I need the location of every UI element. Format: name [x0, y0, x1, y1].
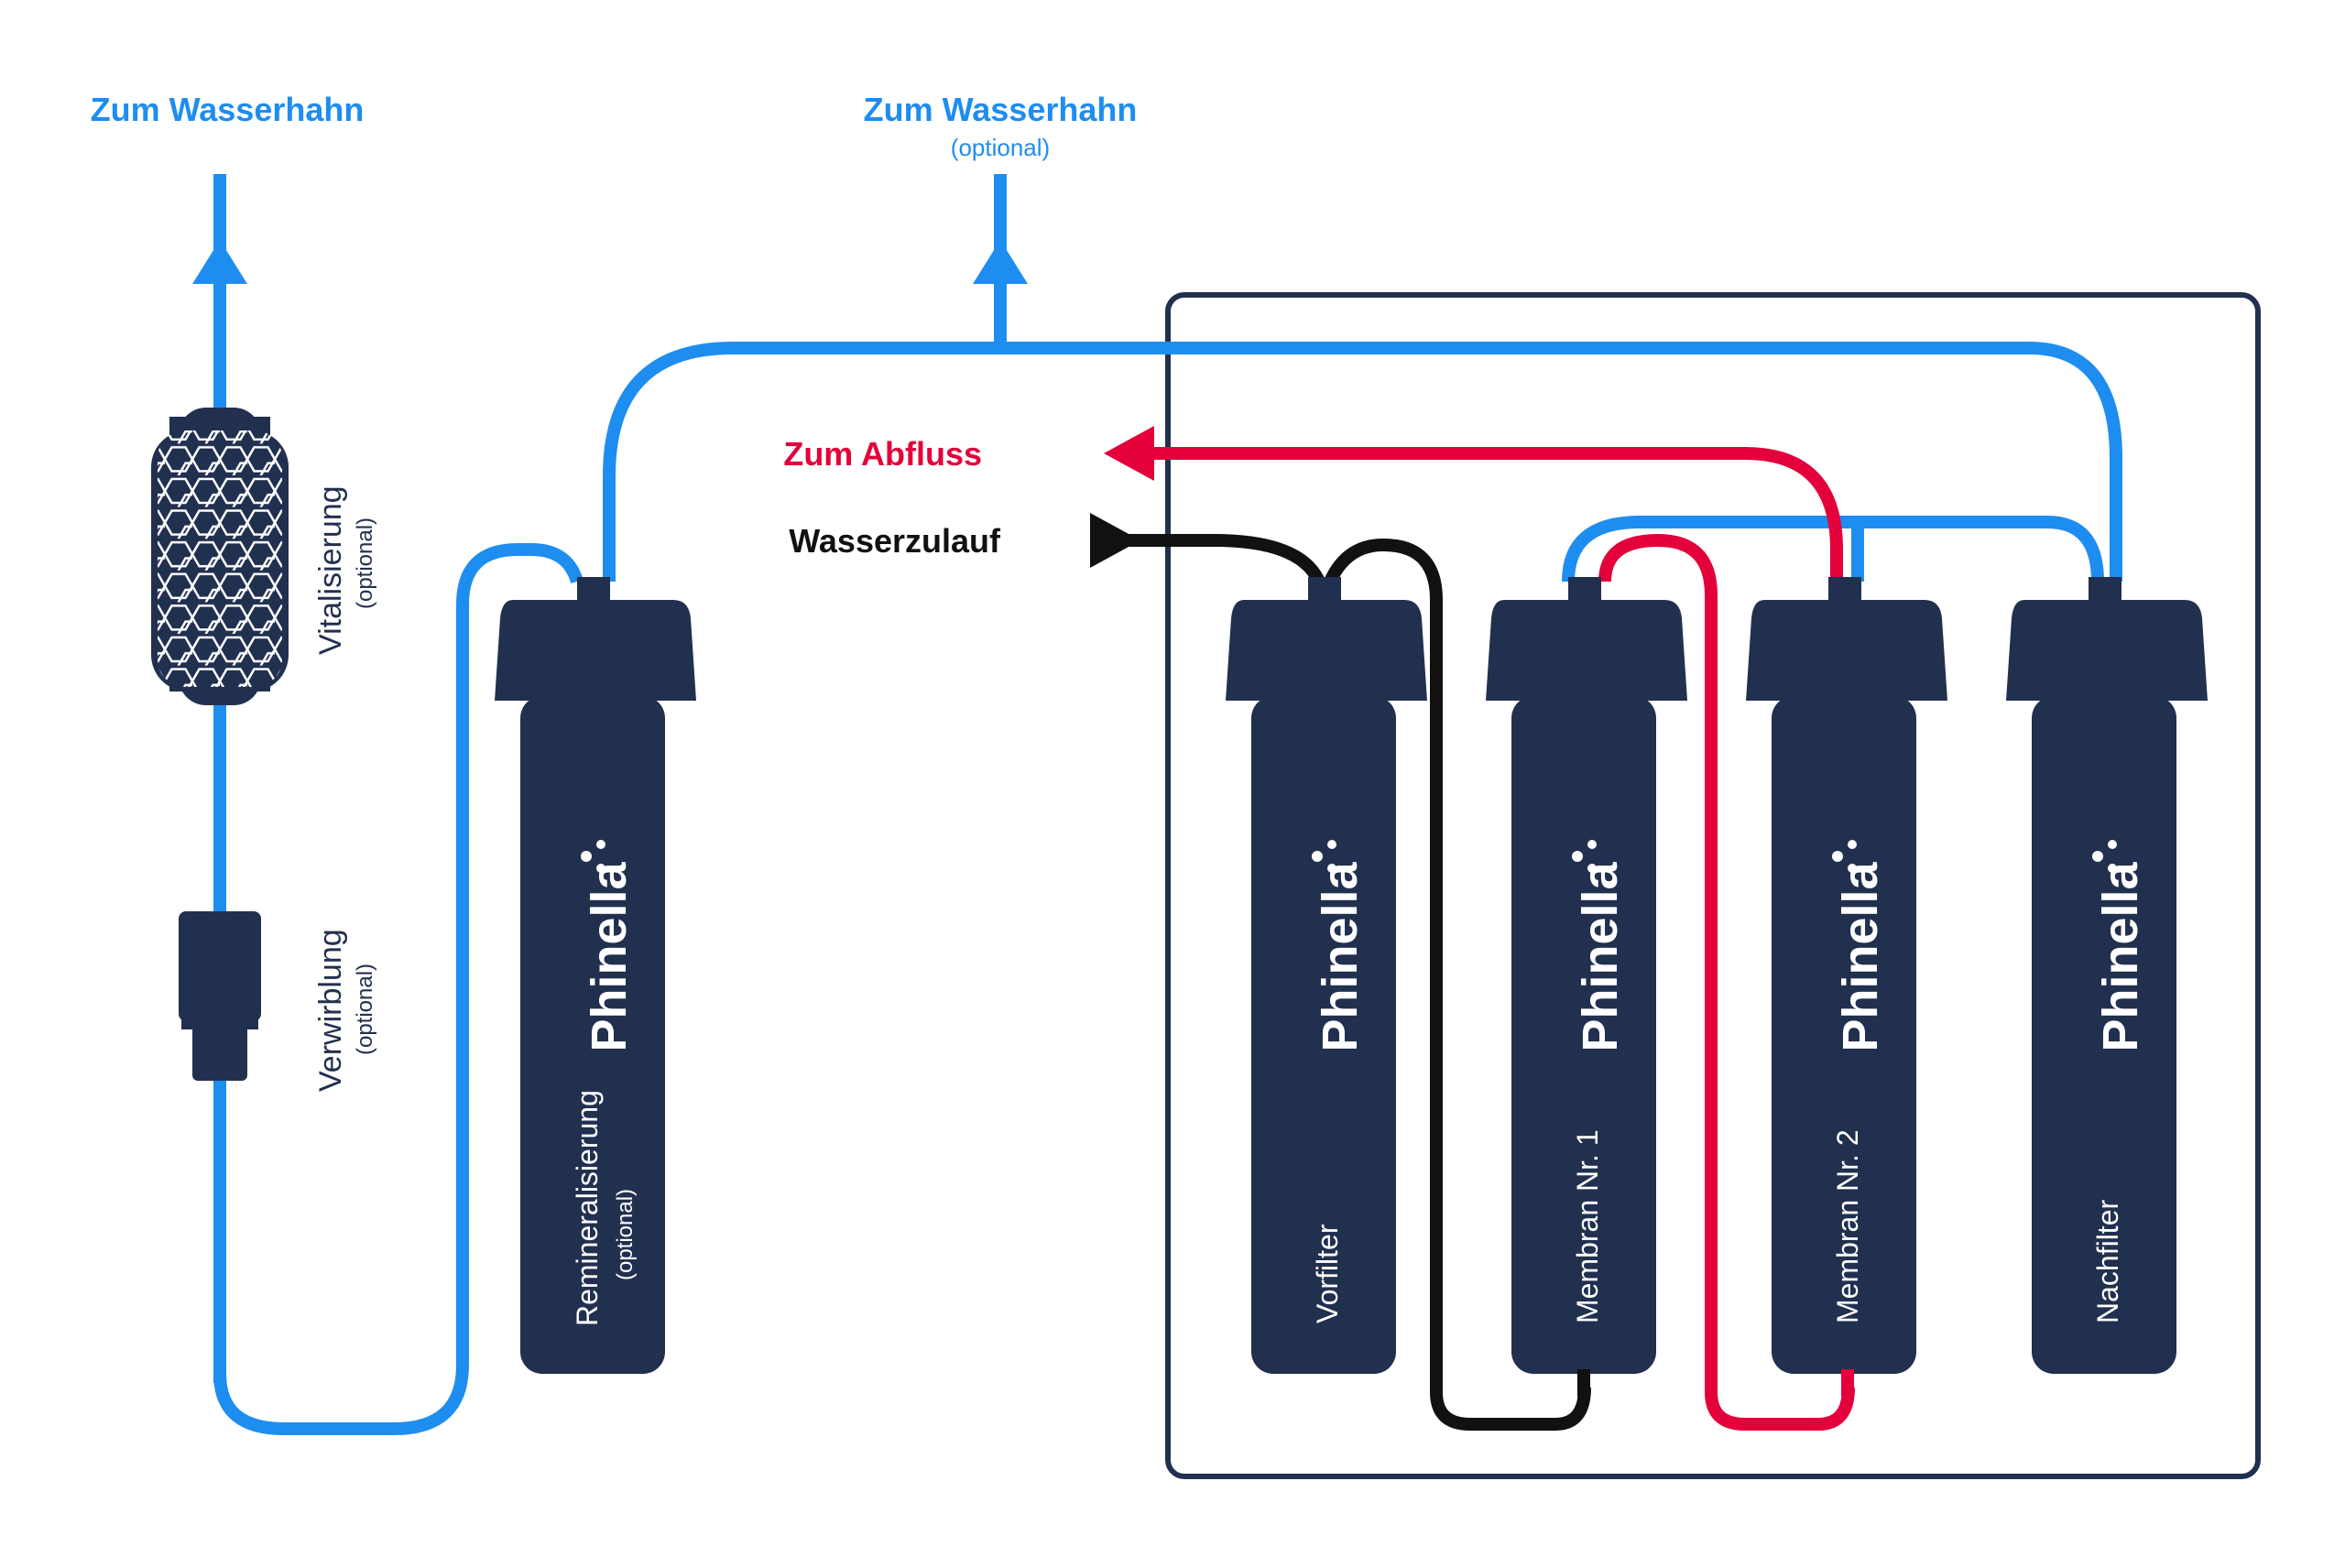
arrow-up-middle	[973, 240, 1028, 284]
label-inlet: Wasserzulauf	[789, 522, 1001, 560]
label-swirl-note: (optional)	[353, 964, 377, 1055]
arrow-drain	[1104, 426, 1154, 481]
arrow-inlet	[1090, 513, 1140, 568]
label-faucet-middle: Zum Wasserhahn	[864, 91, 1138, 128]
label-faucet-left: Zum Wasserhahn	[91, 91, 365, 128]
cartridge-prefilter	[1226, 577, 1427, 1374]
label-remineralization: Remineralisierung	[571, 1090, 604, 1326]
arrow-up-left	[192, 240, 247, 284]
pipe-drain-loop	[1598, 533, 1855, 1431]
label-remineralization-note: (optional)	[613, 1189, 638, 1280]
pipe-inlet-loop	[1324, 538, 1591, 1431]
pipe-inlet	[1090, 534, 1325, 585]
hex-filter-icon	[151, 408, 289, 705]
label-postfilter: Nachfilter	[2091, 1200, 2124, 1324]
filter-housing-box	[1165, 292, 2261, 1479]
cartridge-postfilter	[2006, 577, 2208, 1374]
cartridge-remineralization	[495, 577, 696, 1374]
pipe-drain	[1131, 447, 1843, 582]
label-drain: Zum Abfluss	[783, 435, 982, 473]
brand-prefilter: Phinella	[1313, 862, 1368, 1052]
stub-membrane2-bottom	[1841, 1369, 1854, 1397]
brand-remineralization: Phinella	[582, 862, 637, 1052]
label-swirl: Verwirblung	[313, 929, 348, 1092]
brand-postfilter: Phinella	[2093, 862, 2148, 1052]
swirl-nozzle-icon	[179, 911, 261, 1081]
label-membrane2: Membran Nr. 2	[1831, 1129, 1864, 1323]
water-drop-logo-icon	[581, 840, 2117, 873]
label-faucet-middle-note: (optional)	[951, 134, 1050, 161]
pipe-u-bend	[213, 543, 584, 1435]
cartridge-membrane1	[1486, 577, 1687, 1374]
label-vitalization-note: (optional)	[353, 517, 377, 609]
stub-membrane1-bottom	[1577, 1369, 1590, 1397]
label-prefilter: Vorfilter	[1311, 1224, 1344, 1323]
label-membrane1: Membran Nr. 1	[1571, 1129, 1604, 1323]
cartridge-membrane2	[1746, 577, 1947, 1374]
pipe-main-header	[603, 342, 2122, 582]
pipe-membrane-header	[1562, 516, 2104, 583]
brand-membrane2: Phinella	[1833, 862, 1888, 1052]
label-vitalization: Vitalisierung	[313, 485, 348, 655]
brand-membrane1: Phinella	[1573, 862, 1628, 1052]
